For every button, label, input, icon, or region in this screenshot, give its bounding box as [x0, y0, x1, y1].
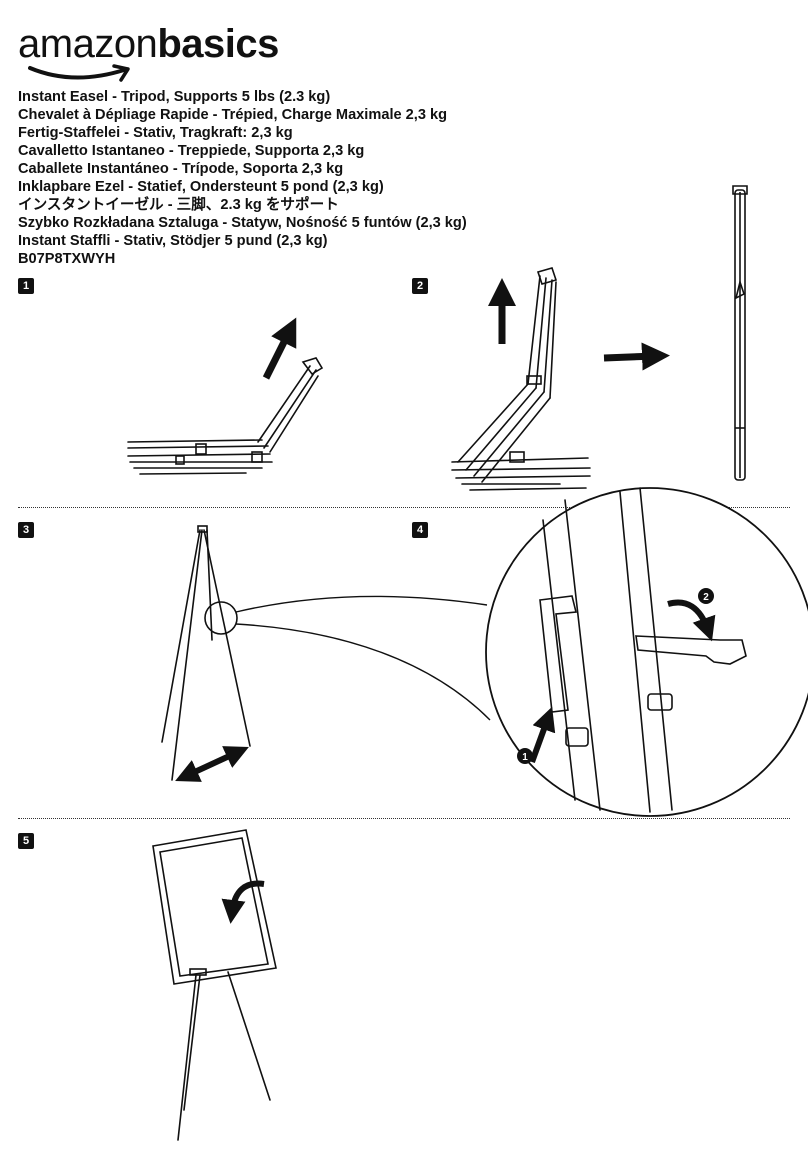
step3-spread-arrow	[175, 746, 249, 782]
step2-folded-pole	[732, 185, 748, 481]
product-code: B07P8TXWYH	[18, 251, 116, 267]
title-french: Chevalet à Dépliage Rapide - Trépied, Ch…	[18, 107, 448, 123]
step4-detail	[539, 487, 747, 813]
product-title-list: Instant Easel - Tripod, Supports 5 lbs (…	[18, 88, 578, 268]
step5-easel-with-board	[152, 829, 277, 1141]
step5-curved-arrow	[221, 880, 265, 924]
zoom-connector	[235, 595, 491, 721]
title-dutch: Inklapbare Ezel - Statief, Ondersteunt 5…	[18, 179, 384, 195]
title-spanish: Caballete Instantáneo - Trípode, Soporta…	[18, 161, 344, 177]
step3-zoom-circle	[204, 601, 238, 635]
title-english: Instant Easel - Tripod, Supports 5 lbs (…	[18, 89, 331, 105]
step4-up-arrow	[529, 706, 556, 764]
smile-arrow-icon	[28, 64, 130, 82]
section-divider-1	[18, 507, 790, 508]
step3-tripod	[161, 525, 251, 781]
step-badge-5: 5	[18, 833, 34, 849]
section-divider-2	[18, 818, 790, 819]
amazon-basics-logo: amazonbasics	[18, 22, 288, 84]
substep-label-1: 1	[522, 752, 528, 763]
step1-up-arrow	[262, 317, 297, 380]
step-badge-3: 3	[18, 522, 34, 538]
step-badge-2: 2	[412, 278, 428, 294]
step-badge-1: 1	[18, 278, 34, 294]
logo-word-amazon: amazon	[18, 22, 158, 66]
step2-right-arrow	[603, 342, 670, 371]
substep-label-2: 2	[703, 592, 709, 603]
title-german: Fertig-Staffelei - Stativ, Tragkraft: 2,…	[18, 125, 293, 141]
step1-folded-easel	[127, 357, 324, 475]
step4-detail-circle	[485, 487, 808, 817]
title-italian: Cavalletto Istantaneo - Treppiede, Suppo…	[18, 143, 365, 159]
step2-unfolding-easel	[451, 267, 591, 491]
substep-badge-2	[698, 588, 714, 604]
title-japanese: インスタントイーゼル - 三脚、2.3 kg をサポート	[18, 197, 339, 213]
logo-wordmark: amazonbasics	[18, 22, 279, 66]
step4-curved-arrow	[667, 599, 716, 642]
title-swedish: Instant Staffli - Stativ, Stödjer 5 pund…	[18, 233, 328, 249]
title-polish: Szybko Rozkładana Sztaluga - Statyw, Noś…	[18, 215, 467, 231]
logo-word-basics: basics	[157, 22, 279, 66]
substep-badge-1	[517, 748, 533, 764]
step-badge-4: 4	[412, 522, 428, 538]
